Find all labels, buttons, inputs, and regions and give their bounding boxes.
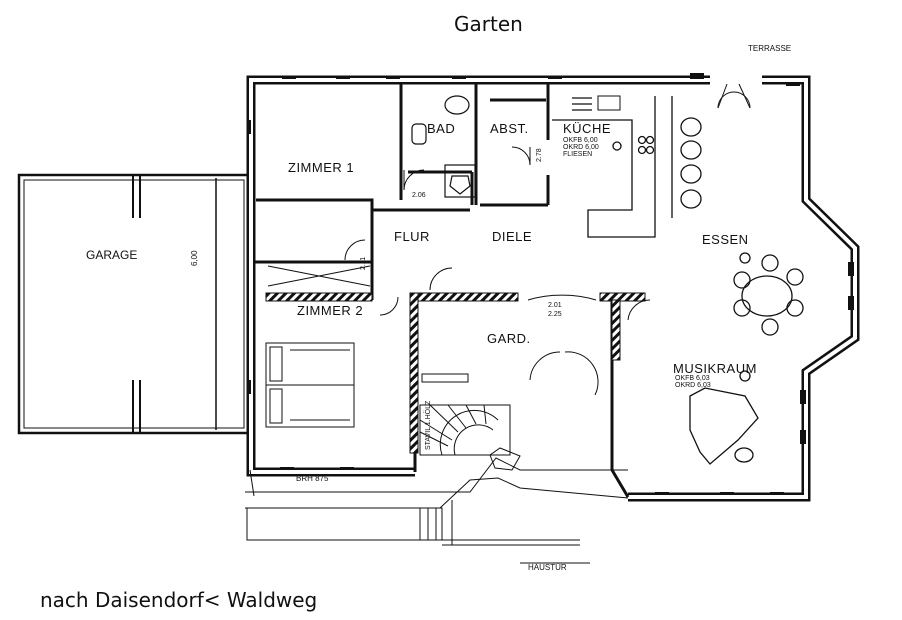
garage-depth: 6,00	[190, 250, 199, 266]
room-abst: ABST.	[490, 121, 529, 136]
room-garage: GARAGE	[86, 248, 138, 262]
piano	[689, 370, 759, 465]
kitchen-note-1: OKFB 6,00	[563, 137, 598, 144]
entrance-label: HAUSTÜR	[528, 563, 567, 572]
exterior-walls	[246, 75, 860, 502]
garage	[17, 173, 251, 435]
brh-note: BRH 875	[296, 474, 329, 483]
dim-278: 2.78	[536, 148, 543, 162]
door-swings	[344, 83, 751, 396]
room-musikraum: MUSIKRAUM	[673, 361, 757, 376]
dim-211: 2.11	[360, 256, 367, 270]
staircase	[419, 373, 511, 456]
dining-table	[733, 252, 804, 336]
musik-note-2: OKRD 6,03	[675, 382, 711, 389]
room-gard: GARD.	[487, 331, 531, 346]
dim-206: 2.06	[412, 192, 426, 199]
room-flur: FLUR	[394, 229, 430, 244]
musik-note-1: OKFB 6,03	[675, 375, 710, 382]
beds	[265, 265, 371, 428]
window-markers	[247, 73, 854, 495]
room-zimmer-2: ZIMMER 2	[297, 303, 364, 318]
room-diele: DIELE	[492, 229, 533, 244]
entrance-steps	[245, 447, 629, 564]
dim-225: 2.25	[548, 311, 562, 318]
kitchen-note-3: FLIESEN	[563, 151, 593, 158]
interior-walls	[255, 84, 550, 300]
room-kueche: KÜCHE	[563, 121, 612, 136]
room-zimmer-1: ZIMMER 1	[288, 160, 355, 175]
dim-201: 2.01	[548, 302, 562, 309]
terrace-label: TERRASSE	[748, 44, 792, 53]
bath-fixtures	[411, 95, 476, 198]
stair-note: STAVIL 1.HÖLZ	[425, 400, 432, 450]
room-bad: BAD	[427, 121, 456, 136]
hatched-walls	[265, 292, 646, 454]
kitchen-note-2: OKRD 6,00	[563, 144, 599, 151]
garden-label: Garten	[454, 12, 523, 36]
kitchen	[552, 95, 702, 238]
street-caption: nach Daisendorf< Waldweg	[40, 588, 318, 612]
room-essen: ESSEN	[702, 232, 749, 247]
